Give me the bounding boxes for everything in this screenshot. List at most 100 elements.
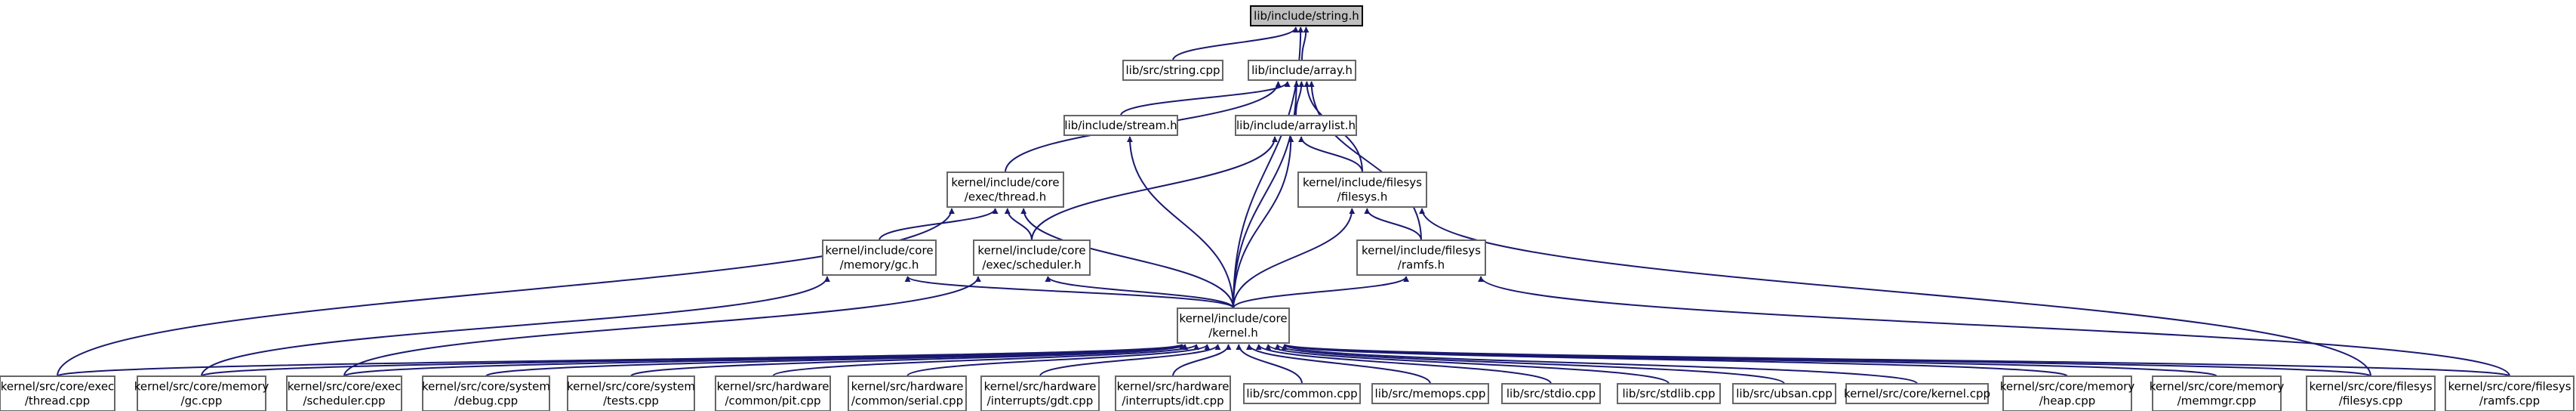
node-label: kernel/src/core/filesys xyxy=(2309,380,2432,394)
node-box xyxy=(980,375,1100,411)
node-label: kernel/include/core xyxy=(1179,312,1287,326)
node-thread-cpp[interactable]: kernel/src/core/exec/thread.cpp xyxy=(0,375,115,411)
edge-gdt_cpp-to-kernel_h xyxy=(1039,344,1221,377)
node-tests-cpp[interactable]: kernel/src/core/system/tests.cpp xyxy=(567,375,695,411)
node-label: kernel/src/core/filesys xyxy=(2448,380,2571,394)
node-heap-cpp[interactable]: kernel/src/core/memory/heap.cpp xyxy=(2000,375,2135,411)
node-label: kernel/src/core/exec xyxy=(1,380,115,394)
node-box xyxy=(1297,172,1427,208)
node-box xyxy=(1122,60,1223,81)
node-stream-h[interactable]: lib/include/stream.h xyxy=(1063,115,1178,136)
edge-serial_cpp-to-kernel_h xyxy=(906,344,1211,377)
node-memops-cpp[interactable]: lib/src/memops.cpp xyxy=(1371,383,1489,404)
node-serial-cpp[interactable]: kernel/src/hardware/common/serial.cpp xyxy=(848,375,967,411)
node-label: /gc.cpp xyxy=(181,394,223,408)
node-scheduler-cpp[interactable]: kernel/src/core/exec/scheduler.cpp xyxy=(286,375,402,411)
node-idt-cpp[interactable]: kernel/src/hardware/interrupts/idt.cpp xyxy=(1115,375,1231,411)
node-label: kernel/src/core/memory xyxy=(134,380,269,394)
node-label: kernel/include/filesys xyxy=(1303,176,1422,190)
edge-pit_cpp-to-kernel_h xyxy=(772,344,1199,377)
node-label: lib/src/string.cpp xyxy=(1126,63,1220,77)
node-label: lib/include/array.h xyxy=(1251,63,1353,77)
edge-kernel_cpp-to-kernel_h xyxy=(1282,344,1918,385)
node-box xyxy=(1845,383,1989,404)
edge-kernel_h-to-thread_h xyxy=(1020,208,1234,309)
node-common-cpp[interactable]: lib/src/common.cpp xyxy=(1243,383,1361,404)
edge-scheduler_cpp-to-scheduler_h xyxy=(343,276,981,377)
edge-ramfs_h-to-array_h xyxy=(1308,81,1422,241)
node-gdt-cpp[interactable]: kernel/src/hardware/interrupts/gdt.cpp xyxy=(980,375,1100,411)
node-box xyxy=(1732,383,1836,404)
node-label: lib/include/string.h xyxy=(1254,9,1359,23)
node-label: kernel/include/filesys xyxy=(1362,244,1481,258)
node-label: kernel/include/core xyxy=(825,244,933,258)
node-arraylist-h[interactable]: lib/include/arraylist.h xyxy=(1235,115,1357,136)
edge-ubsan_cpp-to-kernel_h xyxy=(1274,344,1785,385)
node-box xyxy=(1248,60,1356,81)
edge-kernel_h-to-filesys_h xyxy=(1233,208,1356,309)
node-label: /memory/gc.h xyxy=(840,258,919,272)
nodes-layer: lib/include/string.h lib/src/string.cpp li… xyxy=(0,5,2574,411)
node-debug-cpp[interactable]: kernel/src/core/system/debug.cpp xyxy=(422,375,550,411)
node-array-h[interactable]: lib/include/array.h xyxy=(1248,60,1356,81)
node-label: /interrupts/idt.cpp xyxy=(1122,394,1223,408)
node-box xyxy=(567,375,695,411)
node-box xyxy=(1235,115,1357,136)
edge-gc_h-to-thread_h xyxy=(879,208,999,241)
node-box xyxy=(0,375,115,411)
node-label: /debug.cpp xyxy=(454,394,518,408)
node-pit-cpp[interactable]: kernel/src/hardware/common/pit.cpp xyxy=(715,375,831,411)
node-label: kernel/include/core xyxy=(951,176,1059,190)
node-label: /common/pit.cpp xyxy=(725,394,820,408)
node-box xyxy=(2002,375,2132,411)
edge-scheduler_h-to-thread_h xyxy=(1004,208,1033,241)
edge-ramfs_cpp-to-ramfs_h xyxy=(1478,276,2510,377)
edge-stream_h-to-array_h xyxy=(1120,81,1291,116)
edge-kernel_h-to-ramfs_h xyxy=(1233,276,1409,309)
node-ramfs-h[interactable]: kernel/include/filesys/ramfs.h xyxy=(1356,239,1486,276)
node-stdlib-cpp[interactable]: lib/src/stdlib.cpp xyxy=(1617,383,1721,404)
node-string-h[interactable]: lib/include/string.h xyxy=(1250,5,1363,26)
node-thread-h[interactable]: kernel/include/core/exec/thread.h xyxy=(946,172,1064,208)
node-label: /memmgr.cpp xyxy=(2177,394,2257,408)
edge-stdio_cpp-to-kernel_h xyxy=(1255,344,1552,385)
node-filesys-cpp[interactable]: kernel/src/core/filesys/filesys.cpp xyxy=(2306,375,2436,411)
node-label: /heap.cpp xyxy=(2039,394,2096,408)
edge-ramfs_cpp-to-kernel_h xyxy=(1282,344,2510,377)
node-kernel-cpp[interactable]: kernel/src/core/kernel.cpp xyxy=(1844,383,1990,404)
node-gc-cpp[interactable]: kernel/src/core/memory/gc.cpp xyxy=(134,375,269,411)
node-label: /filesys.h xyxy=(1337,190,1388,204)
node-label: kernel/src/hardware xyxy=(1117,380,1230,394)
node-memmgr-cpp[interactable]: kernel/src/core/memory/memmgr.cpp xyxy=(2150,375,2285,411)
node-box xyxy=(1115,375,1231,411)
node-stdio-cpp[interactable]: lib/src/stdio.cpp xyxy=(1501,383,1601,404)
node-box xyxy=(2445,375,2574,411)
node-label: kernel/src/core/system xyxy=(422,380,550,394)
node-label: /ramfs.h xyxy=(1398,258,1445,272)
node-box xyxy=(1356,239,1486,276)
node-label: kernel/src/core/system xyxy=(567,380,695,394)
node-label: /scheduler.cpp xyxy=(303,394,385,408)
node-box xyxy=(2306,375,2436,411)
node-box xyxy=(1063,115,1178,136)
node-scheduler-h[interactable]: kernel/include/core/exec/scheduler.h xyxy=(973,239,1091,276)
node-label: /exec/scheduler.h xyxy=(982,258,1081,272)
node-label: lib/include/stream.h xyxy=(1064,119,1177,132)
node-label: /common/serial.cpp xyxy=(851,394,963,408)
node-ubsan-cpp[interactable]: lib/src/ubsan.cpp xyxy=(1732,383,1836,404)
node-kernel-h[interactable]: kernel/include/core/kernel.h xyxy=(1177,307,1290,344)
node-gc-h[interactable]: kernel/include/core/memory/gc.h xyxy=(822,239,937,276)
edge-stdlib_cpp-to-kernel_h xyxy=(1265,344,1670,385)
node-label: /tests.cpp xyxy=(603,394,659,408)
node-label: lib/src/stdio.cpp xyxy=(1507,387,1596,400)
edge-memops_cpp-to-kernel_h xyxy=(1245,344,1431,385)
edge-kernel_h-to-scheduler_h xyxy=(1045,276,1234,309)
node-string-cpp[interactable]: lib/src/string.cpp xyxy=(1122,60,1223,81)
node-filesys-h[interactable]: kernel/include/filesys/filesys.h xyxy=(1297,172,1427,208)
node-ramfs-cpp[interactable]: kernel/src/core/filesys/ramfs.cpp xyxy=(2445,375,2574,411)
node-box xyxy=(1250,5,1363,26)
node-label: kernel/src/hardware xyxy=(717,380,829,394)
edge-arraylist_h-to-array_h xyxy=(1295,81,1305,116)
node-box xyxy=(1243,383,1361,404)
node-label: kernel/src/hardware xyxy=(851,380,964,394)
